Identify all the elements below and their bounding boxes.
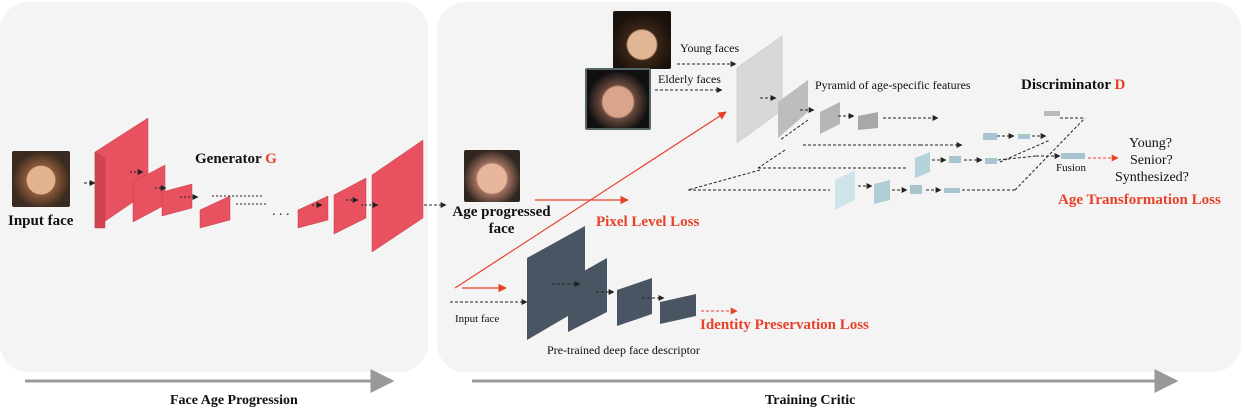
pyramid-label: Pyramid of age-specific features [815,78,971,92]
input-face-label: Input face [8,213,74,229]
discriminator-label: Discriminator [1021,77,1111,93]
face-descriptor-label: Pre-trained deep face descriptor [547,343,700,357]
caption-training-critic: Training Critic [765,393,856,408]
output-synthesized: Synthesized? [1115,170,1189,185]
identity-preservation-loss-label: Identity Preservation Loss [700,317,869,333]
generator-network [94,117,424,253]
elderly-face-photo [585,68,651,130]
discriminator-pyramid [736,35,1060,144]
output-young: Young? [1129,136,1172,151]
input-face-photo [12,151,70,207]
generator-title: Generator G [195,151,277,168]
discriminator-blocks [835,133,1085,210]
discriminator-title: Discriminator D [1021,77,1125,94]
fusion-label: Fusion [1056,162,1086,174]
svg-text:. . .: . . . [272,204,290,219]
generator-symbol: G [265,151,277,167]
generator-label: Generator [195,151,262,167]
input-face-small-label: Input face [455,313,500,325]
face-descriptor-network [527,226,696,340]
elderly-faces-label: Elderly faces [658,72,721,86]
caption-face-age-progression: Face Age Progression [170,393,298,408]
output-senior: Senior? [1130,153,1173,168]
aged-face-photo [464,150,520,202]
age-transformation-loss-label: Age Transformation Loss [1058,192,1221,208]
pixel-level-loss-label: Pixel Level Loss [596,214,700,230]
young-face-photo [613,11,671,69]
age-progressed-label: Age progressed face [452,204,551,237]
discriminator-symbol: D [1114,77,1126,93]
young-faces-label: Young faces [680,41,740,55]
